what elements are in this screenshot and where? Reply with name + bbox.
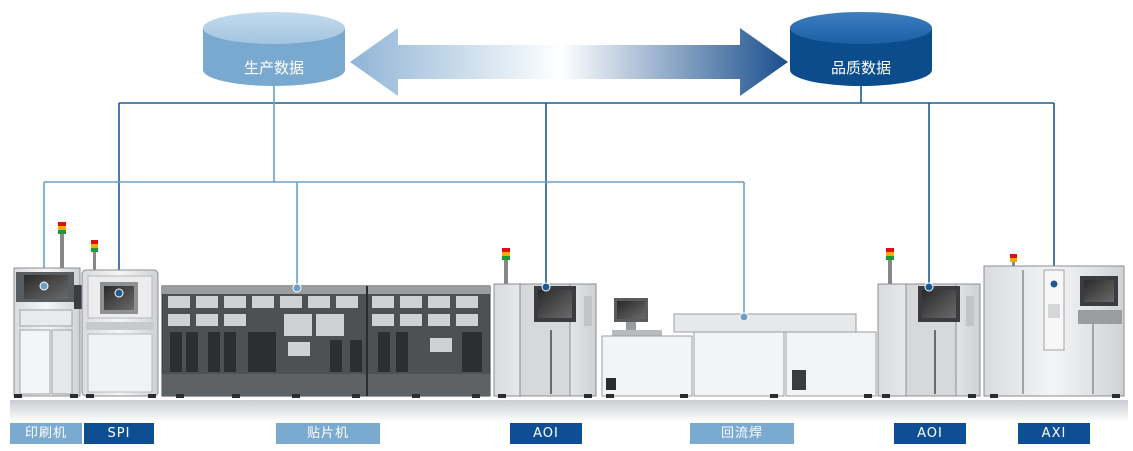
label-aoi-1: AOI bbox=[510, 423, 582, 444]
quality-data-lines bbox=[118, 86, 1055, 293]
mounter-machine bbox=[161, 285, 491, 397]
data-exchange-arrow bbox=[350, 28, 788, 96]
floor-shadow bbox=[10, 400, 1128, 422]
reflow-oven bbox=[601, 298, 877, 397]
label-reflow: 回流焊 bbox=[690, 423, 794, 444]
production-database-label: 生产数据 bbox=[244, 59, 304, 77]
printer-machine bbox=[13, 222, 90, 397]
spi-machine bbox=[81, 240, 159, 397]
label-spi: SPI bbox=[84, 423, 154, 444]
machine-feet bbox=[14, 394, 1120, 398]
connection-endpoints bbox=[39, 279, 1059, 322]
label-axi: AXI bbox=[1018, 423, 1090, 444]
quality-database-label: 品质数据 bbox=[831, 59, 891, 77]
quality-database: 品质数据 bbox=[790, 12, 932, 86]
axi-machine bbox=[983, 254, 1125, 397]
label-mounter: 贴片机 bbox=[276, 423, 380, 444]
label-aoi-2: AOI bbox=[894, 423, 966, 444]
aoi-machine-1 bbox=[493, 248, 597, 397]
label-printer: 印刷机 bbox=[10, 423, 82, 444]
production-database: 生产数据 bbox=[203, 12, 345, 86]
